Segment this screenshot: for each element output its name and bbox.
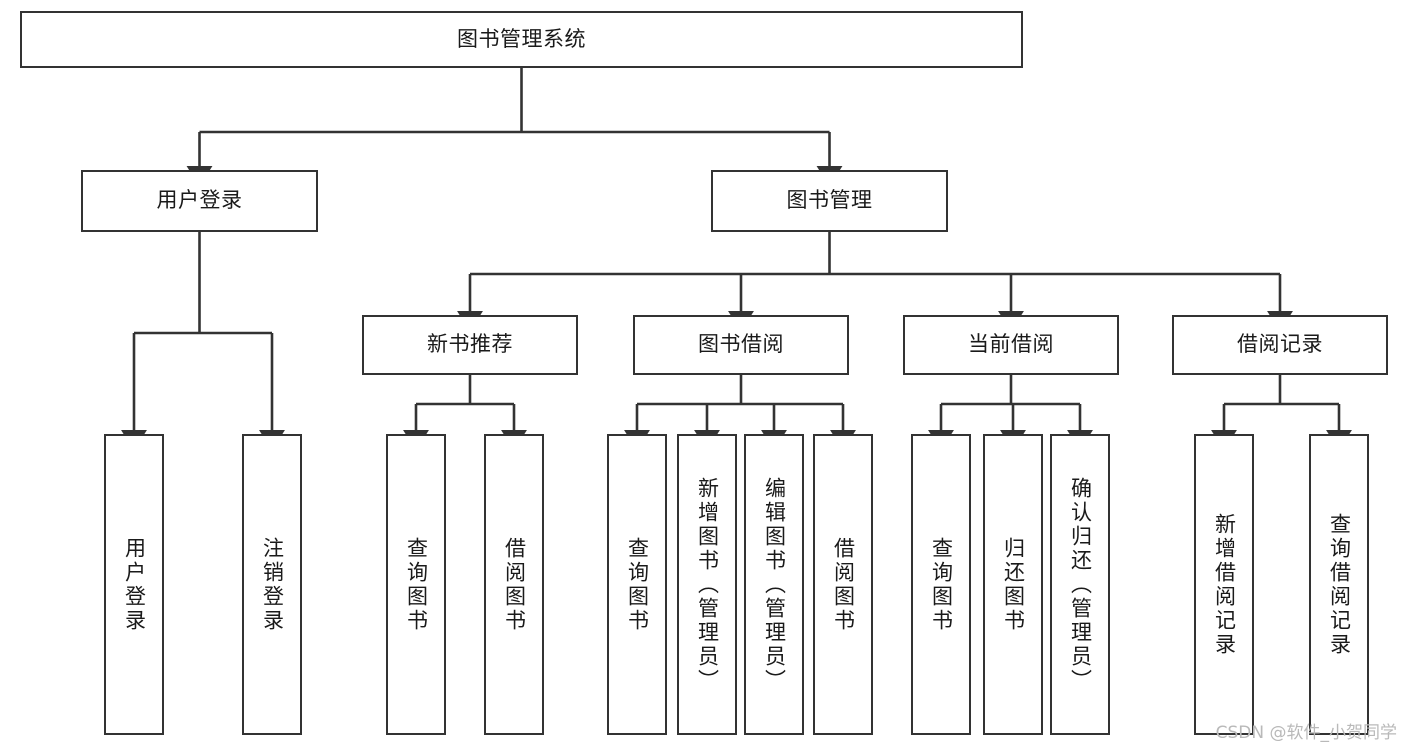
- node-leaf-query-book-current[interactable]: 查询图书: [911, 434, 971, 735]
- node-label-book-borrow: 图书借阅: [698, 332, 784, 357]
- node-label-leaf-add-borrow-record: 新增借阅记录: [1212, 512, 1237, 657]
- node-label-leaf-borrow-book-recommend: 借阅图书: [502, 536, 527, 633]
- node-label-root: 图书管理系统: [457, 26, 586, 51]
- node-label-leaf-add-book: 新增图书（管理员）: [695, 476, 720, 693]
- node-leaf-add-book[interactable]: 新增图书（管理员）: [677, 434, 737, 735]
- node-borrow-records[interactable]: 借阅记录: [1172, 315, 1388, 375]
- node-label-leaf-edit-book: 编辑图书（管理员）: [762, 476, 787, 693]
- node-leaf-user-login[interactable]: 用户登录: [104, 434, 164, 735]
- node-leaf-query-book-borrow[interactable]: 查询图书: [607, 434, 667, 735]
- csdn-watermark: CSDN @软件_小贺同学: [1215, 723, 1397, 743]
- node-leaf-borrow-book-recommend[interactable]: 借阅图书: [484, 434, 544, 735]
- node-label-leaf-query-book-current: 查询图书: [929, 536, 954, 633]
- node-label-borrow-records: 借阅记录: [1237, 332, 1323, 357]
- node-leaf-confirm-return[interactable]: 确认归还（管理员）: [1050, 434, 1110, 735]
- node-label-leaf-query-book-borrow: 查询图书: [625, 536, 650, 633]
- node-label-leaf-borrow-book: 借阅图书: [831, 536, 856, 633]
- node-label-leaf-user-logout: 注销登录: [260, 536, 285, 633]
- node-label-leaf-user-login: 用户登录: [122, 536, 147, 633]
- node-label-book-management: 图书管理: [786, 188, 873, 213]
- node-label-leaf-return-book: 归还图书: [1001, 536, 1026, 633]
- node-leaf-add-borrow-record[interactable]: 新增借阅记录: [1194, 434, 1254, 735]
- node-leaf-user-logout[interactable]: 注销登录: [242, 434, 302, 735]
- node-label-leaf-query-book-recommend: 查询图书: [404, 536, 429, 633]
- node-leaf-query-borrow-record[interactable]: 查询借阅记录: [1309, 434, 1369, 735]
- node-label-leaf-query-borrow-record: 查询借阅记录: [1327, 512, 1352, 657]
- node-leaf-return-book[interactable]: 归还图书: [983, 434, 1043, 735]
- node-root[interactable]: 图书管理系统: [20, 11, 1023, 68]
- node-leaf-query-book-recommend[interactable]: 查询图书: [386, 434, 446, 735]
- node-book-borrow[interactable]: 图书借阅: [633, 315, 849, 375]
- node-new-book-recommend[interactable]: 新书推荐: [362, 315, 578, 375]
- node-user-login[interactable]: 用户登录: [81, 170, 318, 232]
- node-book-management[interactable]: 图书管理: [711, 170, 948, 232]
- node-leaf-edit-book[interactable]: 编辑图书（管理员）: [744, 434, 804, 735]
- node-label-new-book-recommend: 新书推荐: [427, 332, 513, 357]
- node-label-current-borrow: 当前借阅: [968, 332, 1054, 357]
- node-leaf-borrow-book[interactable]: 借阅图书: [813, 434, 873, 735]
- node-current-borrow[interactable]: 当前借阅: [903, 315, 1119, 375]
- node-label-user-login: 用户登录: [156, 188, 243, 213]
- node-label-leaf-confirm-return: 确认归还（管理员）: [1068, 476, 1093, 693]
